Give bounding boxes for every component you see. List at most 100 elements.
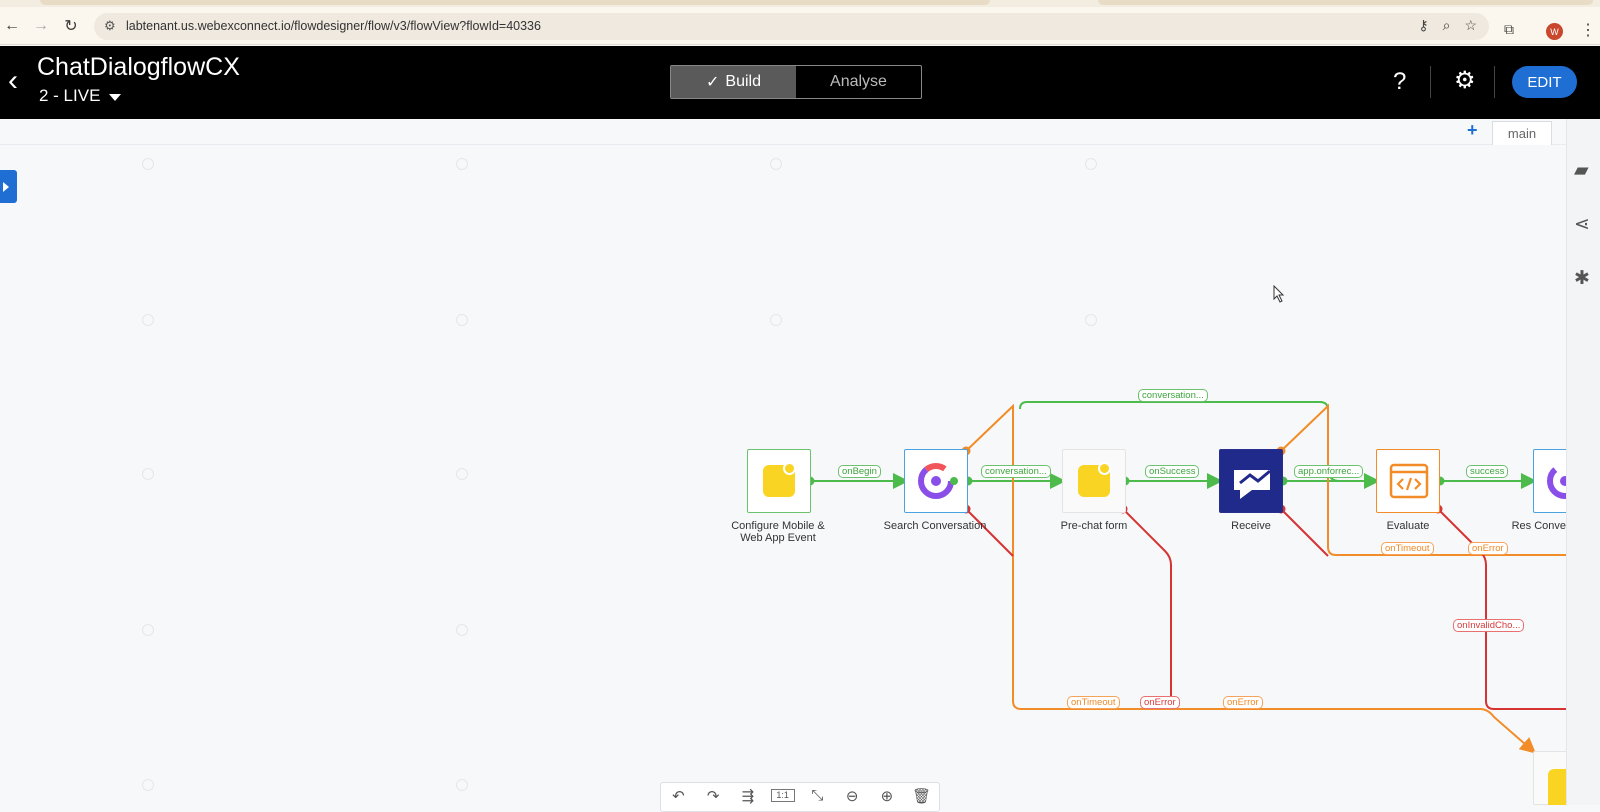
caret-down-icon bbox=[109, 93, 122, 101]
bookmark-star-icon[interactable]: ☆ bbox=[1464, 17, 1477, 33]
mouse-cursor-icon bbox=[1273, 285, 1285, 303]
reload-icon[interactable]: ↻ bbox=[64, 18, 78, 35]
redo-icon[interactable]: ↷ bbox=[706, 788, 720, 805]
back-chevron-icon[interactable]: ‹ bbox=[8, 64, 18, 97]
header-divider bbox=[1430, 66, 1431, 98]
tab-analyse-label: Analyse bbox=[830, 73, 887, 90]
node-evaluate[interactable] bbox=[1376, 449, 1440, 513]
grid-marker bbox=[770, 314, 782, 326]
grid-marker bbox=[142, 158, 154, 170]
canvas-tabbar: + main bbox=[0, 119, 1566, 145]
url-text[interactable]: labtenant.us.webexconnect.io/flowdesigne… bbox=[126, 19, 541, 33]
zoom-out-icon[interactable]: ⊖ bbox=[845, 788, 859, 805]
node-label: Configure Mobile & Web App Event bbox=[731, 520, 825, 544]
zoom-icon[interactable]: ⌕ bbox=[1442, 17, 1451, 33]
chat-bubble-icon bbox=[1234, 469, 1271, 499]
edge-label-conversation-top[interactable]: conversation... bbox=[1138, 389, 1208, 402]
password-key-icon[interactable]: ⚷ bbox=[1418, 17, 1429, 33]
edge-label-success[interactable]: success bbox=[1466, 465, 1509, 478]
extensions-puzzle-icon[interactable]: ⧉ bbox=[1504, 21, 1514, 37]
right-sidebar: ▰ ⋖ ✱ bbox=[1566, 119, 1600, 805]
edge-red-evaluate bbox=[1437, 508, 1566, 710]
grid-marker bbox=[456, 624, 468, 636]
notes-icon[interactable]: ▰ bbox=[1574, 160, 1589, 181]
address-bar[interactable]: ⚙ labtenant.us.webexconnect.io/flowdesig… bbox=[94, 13, 1489, 40]
flow-title: ChatDialogflowCX bbox=[37, 53, 240, 81]
node-resolve-conversation[interactable] bbox=[1533, 449, 1566, 513]
edge-label-onsuccess[interactable]: onSuccess bbox=[1145, 465, 1200, 478]
tab-build[interactable]: ✓ Build bbox=[671, 66, 796, 98]
share-icon[interactable]: ⋖ bbox=[1574, 214, 1590, 235]
tab-main[interactable]: main bbox=[1492, 121, 1552, 145]
edge-label-ontimeout[interactable]: onTimeout bbox=[1381, 542, 1434, 555]
header-divider bbox=[1494, 66, 1495, 98]
actual-size-icon[interactable]: 1:1 bbox=[770, 789, 795, 802]
back-arrow-icon[interactable]: ← bbox=[4, 17, 20, 34]
node-label: Receive bbox=[1231, 520, 1271, 532]
node-label: Res Conve bbox=[1511, 520, 1566, 532]
edge-label-conversation-mid[interactable]: conversation... bbox=[981, 465, 1051, 478]
mode-switch: ✓ Build Analyse bbox=[670, 65, 922, 99]
event-dot-icon bbox=[1098, 462, 1111, 475]
edge-label-onbegin[interactable]: onBegin bbox=[838, 465, 881, 478]
debug-bug-icon[interactable]: ✱ bbox=[1574, 268, 1590, 289]
edge-red-prechat bbox=[1122, 508, 1172, 709]
node-label: Pre-chat form bbox=[1060, 520, 1128, 532]
node-label: Search Conversation bbox=[883, 520, 987, 532]
node-configure-event[interactable] bbox=[747, 449, 811, 513]
tab-analyse[interactable]: Analyse bbox=[796, 66, 921, 98]
browser-toolbar: ← → ↻ ⚙ labtenant.us.webexconnect.io/flo… bbox=[0, 7, 1600, 45]
node-receive[interactable] bbox=[1219, 449, 1283, 513]
flow-canvas[interactable]: + main bbox=[0, 119, 1566, 805]
canvas-toolbar: ↶ ↷ ⇶ 1:1 ⤡ ⊖ ⊕ 🗑 bbox=[660, 782, 940, 812]
edge-label-onerror[interactable]: onError bbox=[1140, 696, 1180, 709]
edit-button[interactable]: EDIT bbox=[1512, 66, 1577, 98]
grid-marker bbox=[142, 468, 154, 480]
node-partial[interactable] bbox=[1533, 751, 1566, 805]
edge-orange-search bbox=[965, 403, 1537, 754]
gear-icon[interactable]: ⚙ bbox=[1454, 67, 1476, 94]
grid-marker bbox=[456, 158, 468, 170]
site-settings-icon[interactable]: ⚙ bbox=[104, 18, 116, 33]
node-label: Evaluate bbox=[1386, 520, 1430, 532]
undo-icon[interactable]: ↶ bbox=[672, 788, 685, 805]
auto-arrange-icon[interactable]: ⇶ bbox=[741, 788, 755, 805]
grid-marker bbox=[142, 624, 154, 636]
zoom-in-icon[interactable]: ⊕ bbox=[880, 788, 894, 805]
forward-arrow-icon[interactable]: → bbox=[33, 17, 49, 34]
grid-marker bbox=[456, 314, 468, 326]
app-header: ‹ ChatDialogflowCX 2 - LIVE ✓ Build Anal… bbox=[0, 46, 1600, 119]
help-icon[interactable]: ? bbox=[1393, 68, 1407, 95]
grid-marker bbox=[456, 468, 468, 480]
browser-tab[interactable] bbox=[1098, 0, 1593, 5]
edge-label-onerror[interactable]: onError bbox=[1468, 542, 1508, 555]
fit-screen-icon[interactable]: ⤡ bbox=[811, 787, 824, 804]
code-window-icon bbox=[1389, 463, 1429, 499]
add-tab-plus-icon[interactable]: + bbox=[1467, 120, 1478, 140]
node-search-conversation[interactable] bbox=[904, 449, 968, 513]
check-icon: ✓ bbox=[706, 74, 720, 91]
search-conversation-icon bbox=[918, 463, 958, 499]
node-prechat-form[interactable] bbox=[1062, 449, 1126, 513]
grid-marker bbox=[456, 779, 468, 791]
tab-build-label: Build bbox=[725, 73, 761, 90]
left-panel-toggle[interactable] bbox=[0, 170, 17, 203]
grid-marker bbox=[142, 779, 154, 791]
edge-label-app-onformrec[interactable]: app.onforrec... bbox=[1294, 465, 1364, 478]
browser-tab-active[interactable] bbox=[40, 0, 990, 5]
edge-label-ontimeout[interactable]: onTimeout bbox=[1067, 696, 1120, 709]
trash-icon[interactable]: 🗑 bbox=[912, 788, 932, 805]
edge-label-onerror[interactable]: onError bbox=[1223, 696, 1263, 709]
edge-red-receive bbox=[1280, 508, 1329, 557]
grid-marker bbox=[1085, 314, 1097, 326]
version-selector[interactable]: 2 - LIVE bbox=[39, 86, 122, 106]
grid-marker bbox=[1085, 158, 1097, 170]
edge-label-oninvalidchoice[interactable]: onInvalidCho... bbox=[1453, 619, 1525, 632]
event-square-icon bbox=[1548, 769, 1566, 805]
browser-menu-icon[interactable]: ⋮ bbox=[1580, 22, 1596, 39]
profile-avatar[interactable]: W bbox=[1546, 23, 1563, 40]
event-dot-icon bbox=[783, 462, 796, 475]
browser-tabstrip bbox=[0, 0, 1600, 7]
grid-marker bbox=[142, 314, 154, 326]
address-bar-actions: ⚷ ⌕ ☆ bbox=[1418, 17, 1477, 34]
